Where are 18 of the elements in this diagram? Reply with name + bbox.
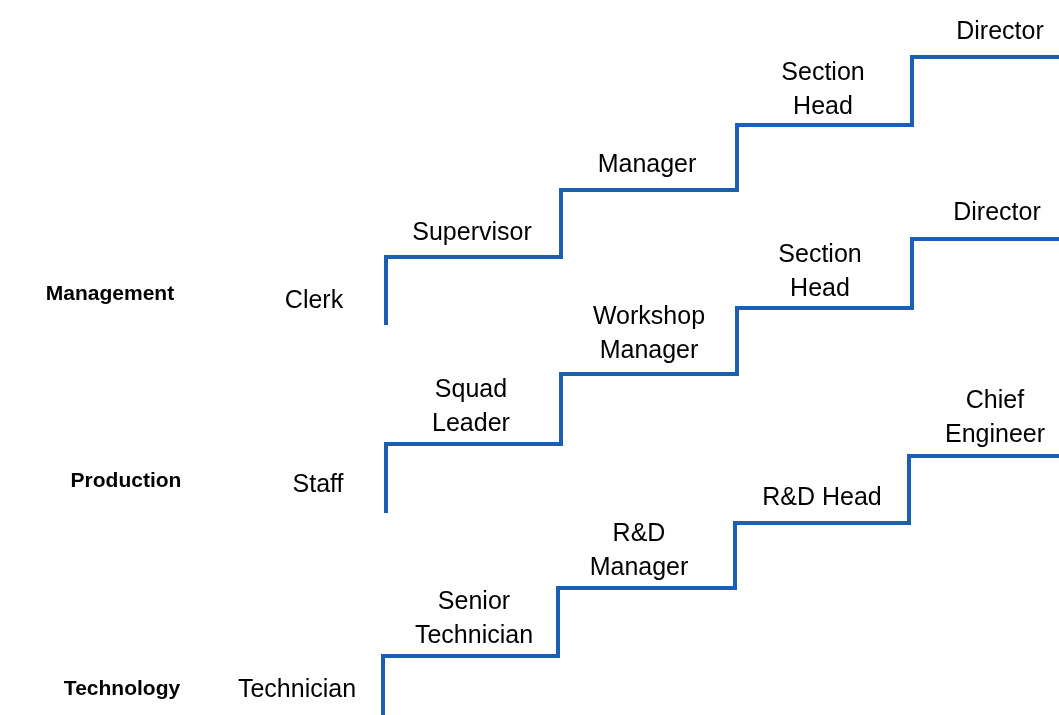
position-label: Staff — [291, 468, 345, 499]
position-label: Section Head — [777, 238, 863, 303]
position-label: Director — [952, 196, 1042, 227]
position-label: Section Head — [780, 56, 866, 121]
track-heading: Management — [44, 280, 176, 306]
position-label: Technician — [236, 673, 358, 704]
position-label: Clerk — [283, 284, 345, 315]
position-label: Squad Leader — [431, 373, 511, 438]
position-label: R&D Head — [761, 481, 883, 512]
position-label: Director — [955, 15, 1045, 46]
track-heading: Production — [69, 467, 183, 493]
position-label: Chief Engineer — [943, 384, 1047, 449]
position-label: Manager — [596, 148, 698, 179]
position-label: Workshop Manager — [591, 300, 707, 365]
position-label: R&D Manager — [588, 517, 690, 582]
position-label: Senior Technician — [413, 585, 535, 650]
track-heading: Technology — [62, 675, 182, 701]
position-label: Supervisor — [411, 216, 533, 247]
